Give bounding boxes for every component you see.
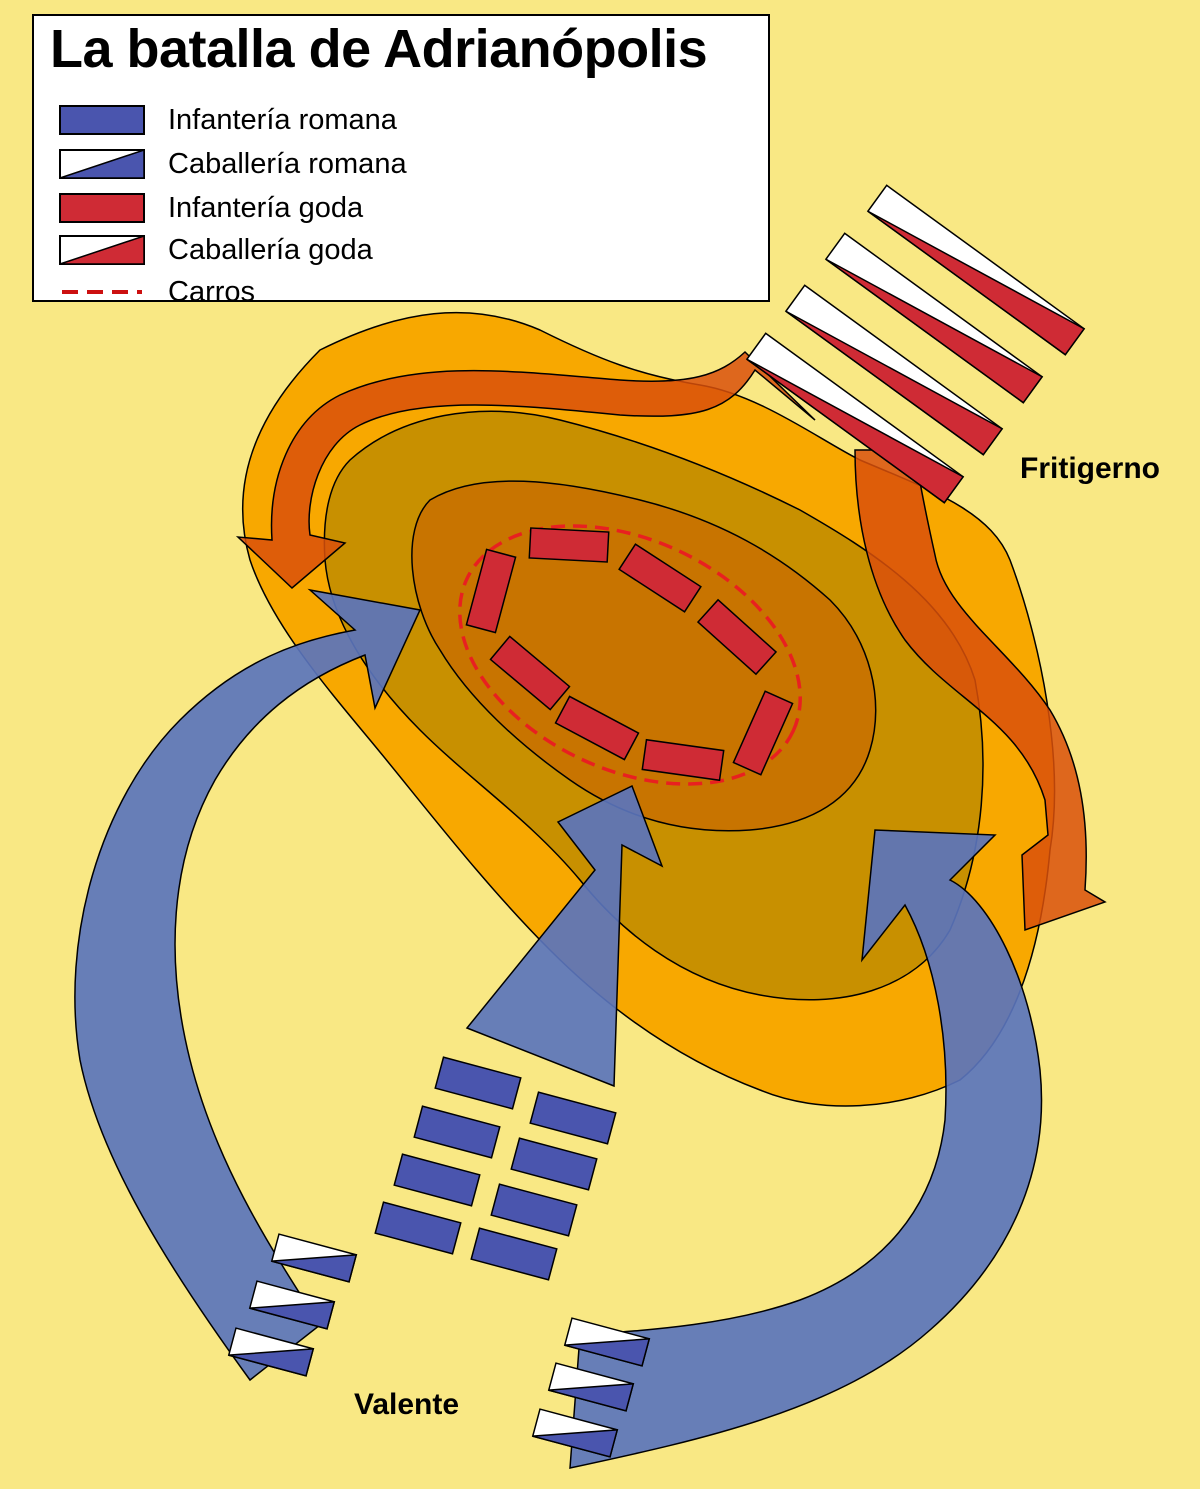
goth-leader-label: Fritigerno bbox=[1020, 452, 1160, 485]
roman-infantry-unit bbox=[490, 1183, 578, 1237]
legend-item-wagons: Carros bbox=[58, 272, 748, 312]
roman-cavalry-swatch bbox=[59, 148, 145, 179]
goth-infantry-unit bbox=[465, 548, 517, 634]
goth-cavalry-arrow-west bbox=[235, 350, 816, 590]
wagon-circle bbox=[458, 524, 802, 786]
goth-cavalry-swatch bbox=[59, 234, 145, 265]
roman-infantry-unit bbox=[510, 1137, 598, 1191]
legend-label: Caballería goda bbox=[168, 234, 373, 266]
legend-item-roman-cavalry: Caballería romana bbox=[58, 144, 748, 184]
wagons-swatch bbox=[62, 290, 142, 294]
roman-infantry-unit bbox=[413, 1105, 501, 1159]
goth-cavalry-arrow-east bbox=[854, 449, 1107, 932]
goth-infantry-unit bbox=[554, 695, 640, 761]
roman-cavalry-group bbox=[227, 1233, 651, 1458]
goth-infantry-unit bbox=[732, 690, 794, 776]
roman-infantry-group bbox=[374, 1056, 617, 1281]
roman-infantry-unit bbox=[529, 1091, 617, 1145]
legend-item-goth-infantry: Infantería goda bbox=[58, 188, 748, 228]
goth-cavalry-group bbox=[745, 184, 1086, 504]
legend-label: Carros bbox=[168, 276, 256, 308]
roman-infantry-swatch bbox=[59, 105, 145, 135]
goth-infantry-unit bbox=[641, 738, 725, 782]
roman-infantry-unit bbox=[470, 1227, 558, 1281]
map-title: La batalla de Adrianópolis bbox=[50, 19, 708, 79]
legend-label: Caballería romana bbox=[168, 148, 407, 180]
goth-infantry-group bbox=[465, 527, 794, 782]
legend: La batalla de Adrianópolis Infantería ro… bbox=[32, 14, 770, 308]
roman-arrow-west bbox=[74, 588, 422, 1382]
goth-infantry-unit bbox=[489, 635, 571, 711]
goth-infantry-unit bbox=[528, 527, 610, 563]
roman-arrow-center bbox=[465, 784, 664, 1088]
roman-infantry-unit bbox=[374, 1201, 462, 1255]
roman-arrow-east bbox=[569, 829, 1043, 1469]
roman-infantry-unit bbox=[434, 1056, 522, 1110]
legend-item-roman-infantry: Infantería romana bbox=[58, 100, 748, 140]
roman-leader-label: Valente bbox=[354, 1388, 460, 1421]
goth-infantry-unit bbox=[696, 598, 778, 676]
roman-infantry-unit bbox=[393, 1153, 481, 1207]
goth-infantry-swatch bbox=[59, 193, 145, 223]
legend-item-goth-cavalry: Caballería goda bbox=[58, 230, 748, 270]
goth-infantry-unit bbox=[618, 543, 702, 613]
legend-label: Infantería romana bbox=[168, 104, 397, 136]
legend-label: Infantería goda bbox=[168, 192, 364, 224]
